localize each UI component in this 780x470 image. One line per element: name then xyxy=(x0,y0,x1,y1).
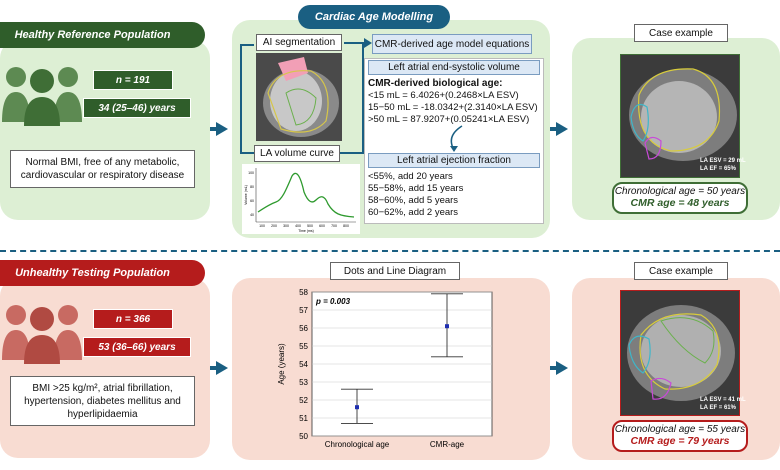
equations-title-box: CMR-derived age model equations xyxy=(372,34,532,54)
arrow-stem-3 xyxy=(210,366,218,370)
curve-ytick: 40 xyxy=(250,213,254,217)
dots-chart-svg: 50 51 52 53 54 55 56 57 58 Chronological age CMR-… xyxy=(277,288,493,449)
case-top-ef: LA EF = 65% xyxy=(700,166,736,172)
ai-segmentation-label: AI segmentation xyxy=(256,34,342,51)
dots-chart: 50 51 52 53 54 55 56 57 58 Chronological age CMR-… xyxy=(272,286,504,454)
curve-xtick: 200 xyxy=(271,224,277,228)
curve-xtick: 700 xyxy=(331,224,337,228)
people-icon xyxy=(2,67,82,126)
case-top-image xyxy=(620,54,740,178)
curve-ytick: 80 xyxy=(250,185,254,189)
y-tick-label: 57 xyxy=(299,306,308,315)
case-top-cmr: CMR age = 48 years xyxy=(630,197,730,209)
y-tick-label: 53 xyxy=(299,378,308,387)
y-tick-label: 50 xyxy=(299,432,308,441)
connector-line xyxy=(362,42,364,154)
unhealthy-criteria: BMI >25 kg/m², atrial fibrillation, hype… xyxy=(10,376,195,426)
connector-arrow xyxy=(364,38,372,48)
connector-line xyxy=(340,152,364,154)
curve-xtick: 500 xyxy=(307,224,313,228)
arrow-right-icon xyxy=(216,361,228,375)
case-bottom-cmr: CMR age = 79 years xyxy=(630,435,730,447)
ef-rule: 58−60%, add 5 years xyxy=(368,195,459,206)
la-curve-line xyxy=(257,172,355,218)
curve-xtick: 800 xyxy=(343,224,349,228)
curve-ytick: 100 xyxy=(248,171,254,175)
curve-xtick: 300 xyxy=(283,224,289,228)
ef-title-box: Left atrial ejection fraction xyxy=(368,153,540,168)
y-tick-label: 54 xyxy=(299,360,308,369)
esv-title-box: Left atrial end-systolic volume xyxy=(368,60,540,75)
case-bottom-esv: LA ESV = 41 mL xyxy=(700,397,746,403)
mean-point xyxy=(445,324,449,329)
healthy-age-badge: 34 (25–46) years xyxy=(83,98,191,118)
curve-xtick: 400 xyxy=(295,224,301,228)
arrow-right-icon xyxy=(556,361,568,375)
case-top-caption: Chronological age = 50 years CMR age = 4… xyxy=(612,182,748,214)
bio-age-title: CMR-derived biological age: xyxy=(368,78,503,89)
connector-line xyxy=(240,44,242,152)
arrow-stem-4 xyxy=(550,366,558,370)
case-bottom-title: Case example xyxy=(634,262,728,280)
curve-ylabel: Volume (mL) xyxy=(244,185,248,205)
case-bottom-chrono: Chronological age = 55 years xyxy=(614,424,746,435)
unhealthy-age-badge: 53 (36–66) years xyxy=(83,337,191,357)
connector-line xyxy=(240,152,254,154)
y-tick-label: 55 xyxy=(299,342,308,351)
ef-rule: 60−62%, add 2 years xyxy=(368,207,459,218)
p-value-annotation: p = 0.003 xyxy=(315,297,351,306)
esv-to-ef-connector xyxy=(450,125,463,152)
case-bottom-caption: Chronological age = 55 years CMR age = 7… xyxy=(612,420,748,452)
y-tick-label: 52 xyxy=(299,396,308,405)
unhealthy-banner: Unhealthy Testing Population xyxy=(0,260,205,286)
y-axis-label: Age (years) xyxy=(277,343,286,385)
people-icon xyxy=(2,305,82,364)
modelling-banner: Cardiac Age Modelling xyxy=(298,5,450,29)
mean-point xyxy=(355,405,359,410)
curve-ytick: 60 xyxy=(250,199,254,203)
segmentation-image xyxy=(256,53,342,141)
connector-line xyxy=(344,42,364,44)
section-divider xyxy=(0,250,780,252)
unhealthy-panel xyxy=(0,278,210,458)
equations-card xyxy=(364,58,544,224)
case-top-title: Case example xyxy=(634,24,728,42)
arrow-right-icon xyxy=(556,122,568,136)
case-bottom-image xyxy=(620,290,740,416)
ef-rule: 55−58%, add 15 years xyxy=(368,183,464,194)
healthy-n-badge: n = 191 xyxy=(93,70,173,90)
healthy-banner: Healthy Reference Population xyxy=(0,22,205,48)
arrow-stem-2 xyxy=(550,127,558,131)
curve-xtick: 100 xyxy=(259,224,265,228)
unhealthy-n-badge: n = 366 xyxy=(93,309,173,329)
connector-line xyxy=(240,44,254,46)
y-tick-label: 51 xyxy=(299,414,308,423)
y-tick-label: 58 xyxy=(299,288,308,297)
healthy-criteria: Normal BMI, free of any metabolic, cardi… xyxy=(10,150,195,188)
case-top-esv: LA ESV = 29 mL xyxy=(700,158,746,164)
la-volume-curve-label: LA volume curve xyxy=(254,145,340,162)
arrow-stem-1 xyxy=(210,127,218,131)
la-curve-chart: 40 60 80 100 100 200 300 400 500 600 700… xyxy=(242,164,360,234)
esv-equation: <15 mL = 6.4026+(0.2468×LA ESV) xyxy=(368,90,519,101)
y-tick-label: 56 xyxy=(299,324,308,333)
x-tick-label: CMR-age xyxy=(430,440,465,449)
case-bottom-ef: LA EF = 61% xyxy=(700,405,736,411)
esv-equation: >50 mL = 87.9207+(0.05241×LA ESV) xyxy=(368,114,530,125)
x-tick-label: Chronological age xyxy=(325,440,390,449)
case-top-chrono: Chronological age = 50 years xyxy=(614,186,746,197)
curve-xtick: 600 xyxy=(319,224,325,228)
ef-rule: <55%, add 20 years xyxy=(368,171,453,182)
arrow-right-icon xyxy=(216,122,228,136)
dots-title: Dots and Line Diagram xyxy=(330,262,460,280)
curve-xlabel: Time (ms) xyxy=(298,229,314,233)
esv-equation: 15−50 mL = -18.0342+(2.3140×LA ESV) xyxy=(368,102,538,113)
